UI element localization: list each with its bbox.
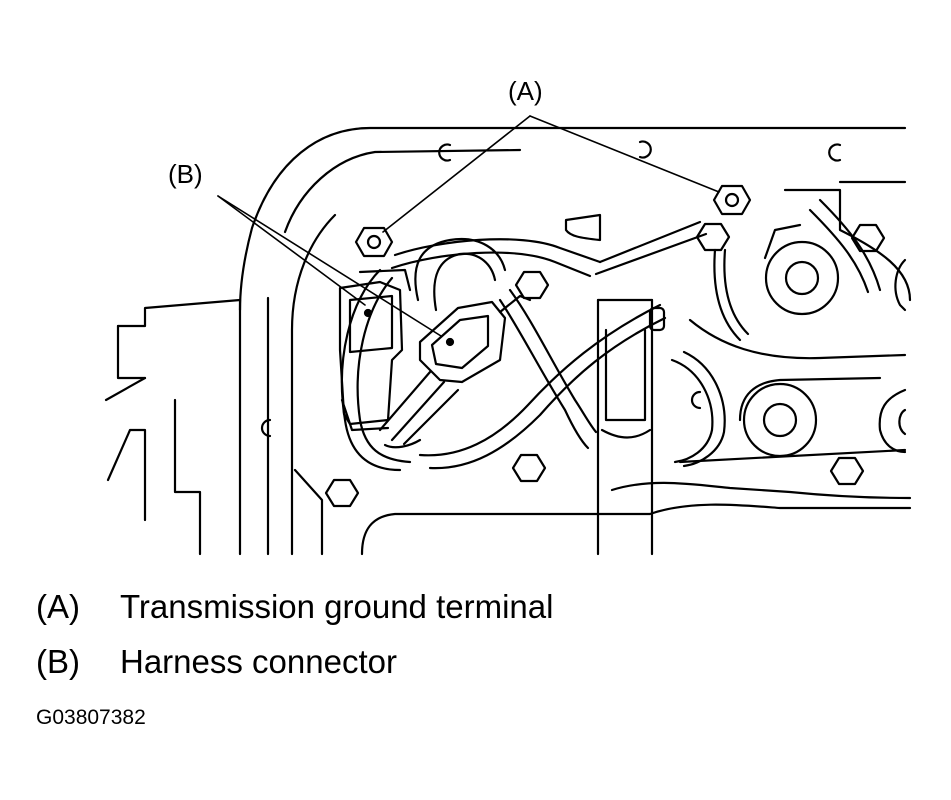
cover-holes bbox=[260, 140, 842, 438]
cover-plate bbox=[238, 126, 912, 556]
callout-b: (B) bbox=[168, 159, 203, 189]
harness-connectors bbox=[338, 268, 532, 449]
transmission-case-left bbox=[104, 298, 324, 556]
wiring-harness bbox=[340, 198, 882, 472]
callout-a: (A) bbox=[508, 76, 543, 106]
legend-text-b: Harness connector bbox=[120, 643, 397, 680]
legend-item-b: (B) Harness connector bbox=[36, 645, 397, 678]
ground-terminal-bolts bbox=[354, 184, 752, 258]
valve-body bbox=[688, 188, 912, 458]
legend-item-a: (A) Transmission ground terminal bbox=[36, 590, 553, 623]
legend-key-a: (A) bbox=[36, 588, 80, 625]
legend-text-a: Transmission ground terminal bbox=[120, 588, 554, 625]
sensor-tube bbox=[564, 213, 666, 556]
leader-lines bbox=[217, 115, 720, 337]
legend-key-b: (B) bbox=[36, 643, 80, 680]
figure-code: G03807382 bbox=[36, 706, 146, 729]
